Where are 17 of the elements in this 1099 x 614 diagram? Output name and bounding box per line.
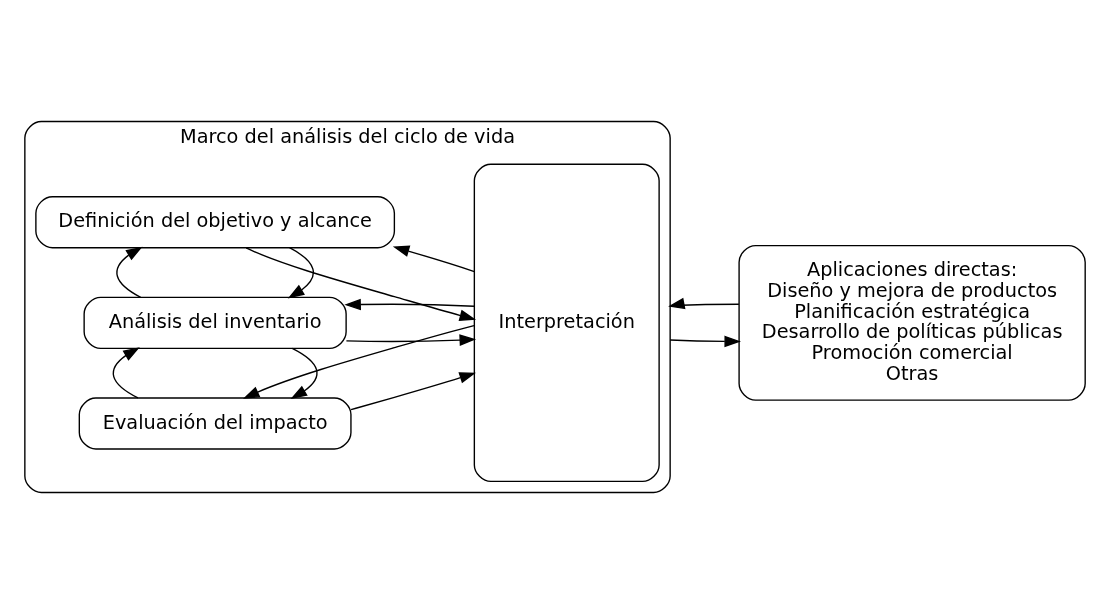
arrow [350, 372, 476, 411]
node-box: Aplicaciones directas: Diseño y mejora de productos Planificación estratégica Desarrollo de políticas públicas Promoción comercial Otras [738, 244, 1086, 401]
arrow [112, 347, 140, 399]
node-box: Interpretación [473, 163, 660, 483]
arrow [290, 347, 318, 399]
arrow [668, 297, 740, 310]
arrow [116, 246, 143, 298]
node-box: Definición del objetivo y alcance [35, 196, 396, 249]
arrow [669, 335, 741, 348]
node-box: Análisis del inventario [83, 296, 347, 350]
node-box: Evaluación del impacto [78, 397, 352, 450]
arrow [344, 298, 475, 311]
arrow [245, 247, 477, 321]
arrow [345, 334, 477, 346]
arrow [392, 245, 476, 273]
arrow [242, 324, 475, 399]
arrow [287, 247, 315, 299]
